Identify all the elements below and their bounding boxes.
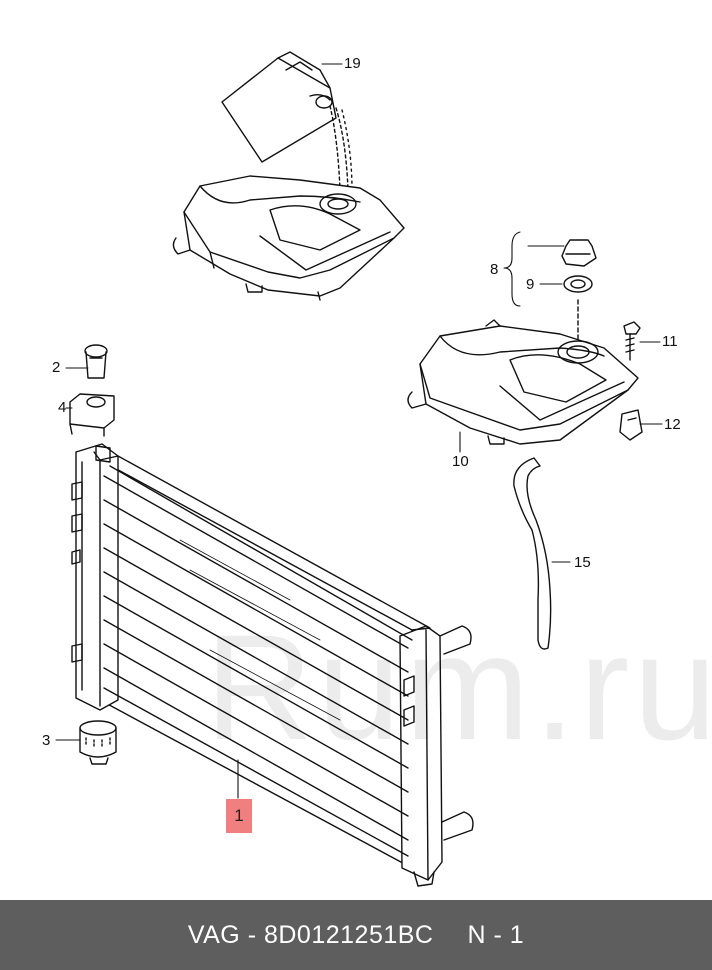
callout-1: 1 [234,806,244,825]
clip-drawing [619,409,643,441]
cap-drawing [561,239,597,341]
upper-tank-drawing [172,175,405,301]
rubber-mount-drawing [79,720,117,765]
callout-3: 3 [42,732,51,749]
radiator-drawing [71,443,474,887]
callout-4: 4 [58,399,67,416]
callout-2: 2 [52,359,61,376]
footer-bar: VAG - 8D0121251BC N - 1 [0,900,712,970]
callout-11: 11 [662,333,678,350]
callout-8: 8 [490,261,499,278]
hose-drawing [513,457,552,650]
callout-1-highlight: 1 [226,799,252,833]
part-number: VAG - 8D0121251BC [187,920,434,949]
callout-9: 9 [526,276,535,293]
callout-19: 19 [344,55,361,72]
leader-lines [55,63,663,799]
callout-10: 10 [452,453,469,470]
bracket-drawing [69,393,115,437]
callout-15: 15 [574,554,591,571]
callout-12: 12 [664,416,681,433]
screw-drawing [623,321,641,361]
parts-diagram [55,51,663,887]
lower-tank-drawing [407,319,639,445]
coolant-canister-drawing [221,51,353,191]
position-label: N - 1 [467,920,525,949]
bolt-drawing [84,344,108,379]
watermark: Rum.ru [205,603,712,771]
